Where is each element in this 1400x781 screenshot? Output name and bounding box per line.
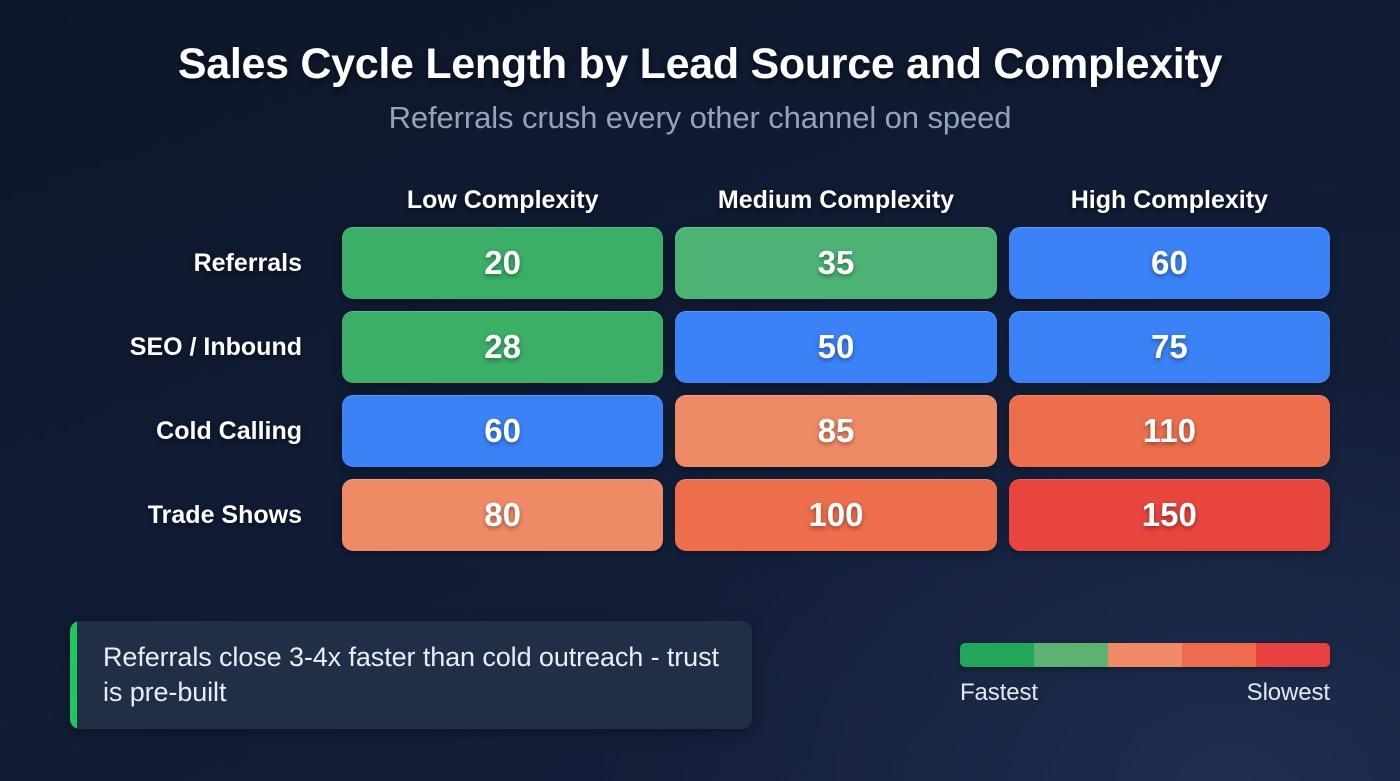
legend-label-slowest: Slowest bbox=[1246, 679, 1330, 706]
insight-callout: Referrals close 3-4x faster than cold ou… bbox=[70, 621, 752, 729]
column-header-medium: Medium Complexity bbox=[717, 186, 955, 214]
column-header-low: Low Complexity bbox=[406, 186, 599, 214]
heatmap-cell[interactable]: 28 bbox=[342, 311, 664, 383]
legend-labels: Fastest Slowest bbox=[960, 679, 1330, 707]
header: Sales Cycle Length by Lead Source and Co… bbox=[0, 40, 1400, 136]
legend-gradient-bar bbox=[960, 643, 1330, 667]
table-row: Cold Calling 60 85 110 bbox=[70, 395, 1330, 467]
page-subtitle: Referrals crush every other channel on s… bbox=[388, 100, 1012, 136]
heatmap-cell[interactable]: 20 bbox=[342, 227, 664, 299]
table-row: SEO / Inbound 28 50 75 bbox=[70, 311, 1330, 383]
page-title: Sales Cycle Length by Lead Source and Co… bbox=[177, 40, 1223, 88]
legend-segment bbox=[960, 643, 1034, 667]
heatmap-cell[interactable]: 110 bbox=[1008, 395, 1330, 467]
heatmap-cell[interactable]: 85 bbox=[675, 395, 997, 467]
table-row: Referrals 20 35 60 bbox=[70, 227, 1330, 299]
heatmap-cell[interactable]: 100 bbox=[675, 479, 997, 551]
heatmap-cell[interactable]: 80 bbox=[342, 479, 664, 551]
heatmap-cell[interactable]: 150 bbox=[1008, 479, 1330, 551]
row-label-cold-calling: Cold Calling bbox=[156, 416, 302, 445]
callout-text: Referrals close 3-4x faster than cold ou… bbox=[103, 642, 719, 707]
legend-label-fastest: Fastest bbox=[960, 679, 1038, 706]
legend-segment bbox=[1182, 643, 1256, 667]
table-row: Trade Shows 80 100 150 bbox=[70, 479, 1330, 551]
row-label-referrals: Referrals bbox=[193, 248, 302, 277]
heatmap-cell[interactable]: 35 bbox=[675, 227, 997, 299]
heatmap-matrix: Low Complexity Medium Complexity High Co… bbox=[70, 186, 1330, 563]
row-label-seo-inbound: SEO / Inbound bbox=[129, 332, 302, 361]
column-header-high: High Complexity bbox=[1070, 186, 1268, 214]
legend-segment bbox=[1108, 643, 1182, 667]
header-corner-spacer bbox=[70, 186, 330, 219]
legend-segment bbox=[1034, 643, 1108, 667]
callout-accent-bar bbox=[70, 621, 77, 729]
legend-segment bbox=[1256, 643, 1330, 667]
heatmap-cell[interactable]: 60 bbox=[1008, 227, 1330, 299]
heatmap-cell[interactable]: 50 bbox=[675, 311, 997, 383]
column-header-row: Low Complexity Medium Complexity High Co… bbox=[70, 186, 1330, 219]
heatmap-cell[interactable]: 60 bbox=[342, 395, 664, 467]
color-scale-legend: Fastest Slowest bbox=[960, 643, 1330, 707]
row-label-trade-shows: Trade Shows bbox=[147, 500, 302, 529]
heatmap-cell[interactable]: 75 bbox=[1008, 311, 1330, 383]
